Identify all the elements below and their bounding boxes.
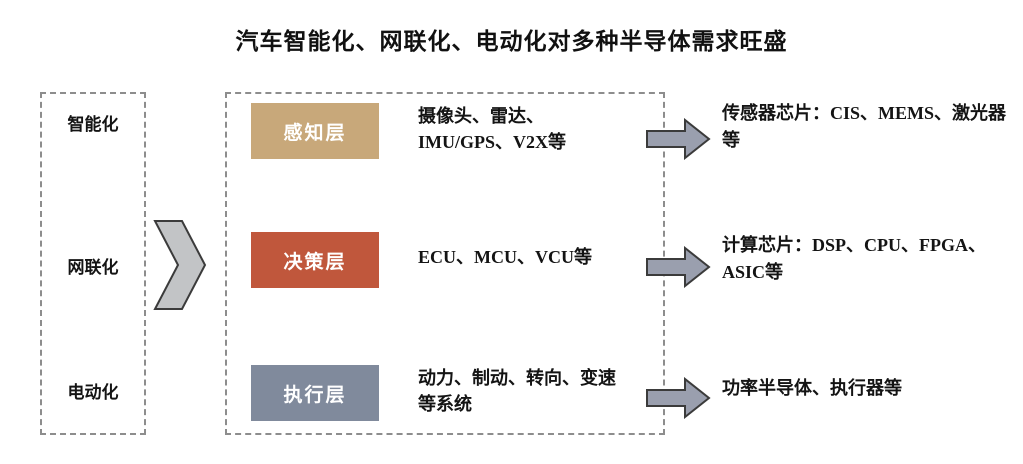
page-title: 汽车智能化、网联化、电动化对多种半导体需求旺盛 — [235, 29, 788, 54]
components-text-execution: 动力、制动、转向、变速等系统 — [418, 368, 616, 415]
result-text-power-semis: 功率半导体、执行器等 — [722, 378, 902, 398]
category-label-electrified: 电动化 — [67, 383, 119, 402]
layer-box-execution-label: 执行层 — [283, 384, 347, 406]
components-text-decision: ECU、MCU、VCU等 — [418, 247, 592, 267]
category-label-connected: 网联化 — [67, 258, 119, 277]
result-text-compute-chips: 计算芯片：DSP、CPU、FPGA、ASIC等 — [722, 235, 986, 282]
right-arrow-icon-execution — [645, 376, 711, 420]
layer-box-execution: 执行层 — [251, 365, 379, 421]
right-arrow-icon-perception — [645, 117, 711, 161]
stage-chevron-icon — [152, 218, 208, 312]
layer-box-decision: 决策层 — [251, 232, 379, 288]
right-arrow-icon-decision — [645, 245, 711, 289]
layer-box-perception-label: 感知层 — [283, 122, 347, 144]
category-group-box — [40, 92, 146, 435]
layer-box-perception: 感知层 — [251, 103, 379, 159]
components-text-perception: 摄像头、雷达、IMU/GPS、V2X等 — [418, 106, 566, 153]
category-label-intelligent: 智能化 — [67, 115, 119, 134]
result-text-sensor-chips: 传感器芯片：CIS、MEMS、激光器等 — [722, 103, 1007, 150]
layer-box-decision-label: 决策层 — [283, 251, 347, 273]
